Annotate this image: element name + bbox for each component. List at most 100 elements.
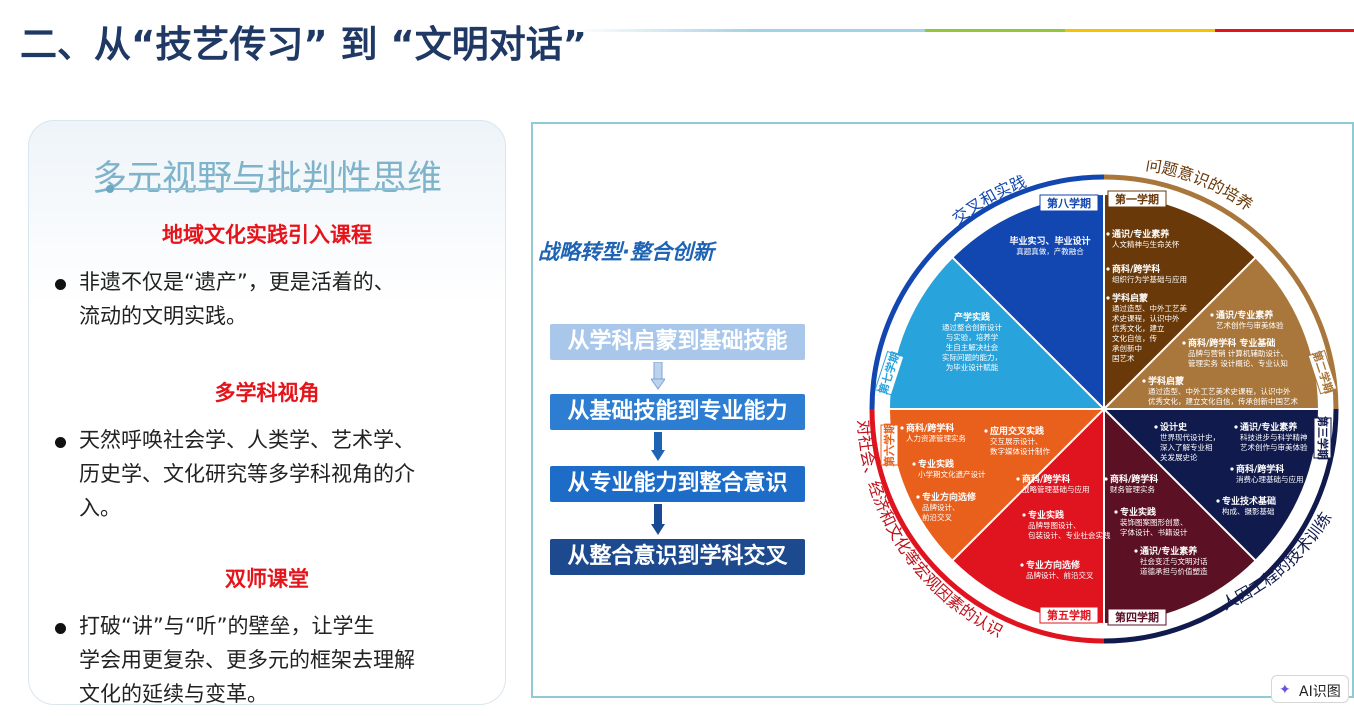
s2-block-0-heading: 通识/专业素养 [1216,309,1273,321]
s1-block-1-heading: 商科/跨学科 [1112,263,1160,275]
s1-block-2-line-1: 术史课程，认识中外 [1112,313,1180,323]
flow-step-2: 从基础技能到专业能力 [550,394,805,430]
s6-block-2-dot [912,462,916,466]
s3-block-0-line-0: 世界现代设计史， [1160,432,1220,442]
s3-block-0-line-1: 深入了解专业相 [1160,442,1213,452]
segment-s3 [1104,409,1318,560]
s4-block-2-line-0: 社会变迁与文明对话 [1140,556,1208,566]
s8-block-0-heading: 毕业实习、毕业设计 [1009,235,1090,247]
s6-block-3-line-0: 品牌设计、 [922,502,960,512]
segment-s5 [953,409,1104,623]
s2-block-2-line-1: 优秀文化，建立文化自信，传承创新中国艺术 [1148,396,1298,406]
s6-block-1-line-0: 交互展示设计、 [990,436,1043,446]
s5-block-2-line-0: 品牌设计、前沿交叉 [1026,570,1094,580]
s8-block-0-line-0: 真题真做，产教融合 [1016,246,1084,256]
sparkle-icon: ✦ [1279,682,1291,698]
flow-step-4: 从整合意识到学科交叉 [550,539,805,575]
s6-block-3-line-1: 前沿交叉 [922,512,952,522]
page-title: 二、从“技艺传习” 到 “文明对话” [20,23,588,66]
flow-arrow-2 [651,432,665,461]
s1-block-2-line-3: 文化自信，传 [1112,333,1157,343]
s3-block-3-heading: 专业技术基础 [1222,495,1276,507]
s5-block-2-dot [1020,563,1024,567]
card-heading-rule [110,188,410,190]
semester-4-label: 第四学期 [1115,610,1159,624]
s2-block-1-dot [1182,341,1186,345]
s3-block-2-heading: 商科/跨学科 [1236,463,1284,475]
s7-block-0-line-2: 生自主解决社会 [946,342,999,352]
flow-step-1: 从学科启蒙到基础技能 [550,324,805,360]
ring-q-top-right [1103,174,1339,410]
bullet-dot [55,279,66,290]
s4-block-1-dot [1114,510,1118,514]
ring-q-bottom-right [1103,408,1339,644]
s3-block-3-line-0: 构成、摄影基础 [1222,506,1275,516]
s5-block-1-line-0: 品牌导图设计、 [1028,520,1081,530]
s5-block-1-heading: 专业实践 [1028,509,1064,521]
s2-block-2-dot [1142,379,1146,383]
s4-block-0-dot [1104,477,1108,481]
s4-block-1-line-0: 装饰图案图形创意、 [1120,517,1188,527]
s3-block-0-dot [1154,425,1158,429]
segment-s2 [1104,258,1318,409]
semester-8-label: 第八学期 [1047,196,1091,210]
s1-block-2-line-2: 优秀文化，建立 [1112,323,1165,333]
segment-s4 [1104,409,1255,623]
flow-step-3: 从专业能力到整合意识 [550,466,805,502]
s5-block-0-dot [1016,477,1020,481]
curriculum-panel [531,122,1354,698]
s6-block-3-dot [916,495,920,499]
semester-5-label: 第五学期 [1047,608,1091,622]
s5-block-0-line-0: 战略管理基础与应用 [1022,484,1090,494]
section-bullet-3: 打破“讲”与“听”的壁垒，让学生 学会用更复杂、更多元的框架去理解 文化的延续与… [55,609,485,711]
s4-block-1-line-1: 字体设计、书籍设计 [1120,527,1188,537]
s2-block-1-line-1: 管理实务 设计概论、专业认知 [1188,358,1288,368]
header-rule-green [925,29,1065,32]
s3-block-1-dot [1234,425,1238,429]
strategy-title: 战略转型·整合创新 [538,240,714,264]
bullet-dot [55,623,66,634]
header-rule-yellow [1065,29,1215,32]
s1-block-2-line-4: 承创新中 [1112,343,1142,353]
s1-block-2-line-0: 通过造型、中外工艺美 [1112,303,1187,313]
s3-block-3-dot [1216,499,1220,503]
s6-block-1-line-1: 数字媒体设计制作 [990,446,1050,456]
header-rule-lightblue [755,29,925,32]
s1-block-1-line-0: 组织行为学基础与应用 [1112,274,1187,284]
s3-block-2-dot [1230,467,1234,471]
s5-block-1-dot [1022,513,1026,517]
s1-block-1-dot [1106,267,1110,271]
card-heading-dot [106,185,114,193]
bullet-dot [55,437,66,448]
s6-block-1-heading: 应用交叉实践 [990,425,1044,437]
s1-block-0-line-0: 人文精神与生命关怀 [1112,239,1180,249]
s3-block-2-line-0: 消费心理基础与应用 [1236,474,1304,484]
s4-block-1-heading: 专业实践 [1120,506,1156,518]
s2-block-1-line-0: 品牌与营销 计算机辅助设计、 [1188,348,1288,358]
s1-block-2-line-5: 国艺术 [1112,353,1135,363]
segment-s7 [890,258,1104,409]
s6-block-0-dot [900,426,904,430]
s1-block-0-dot [1106,232,1110,236]
curriculum-wheel: 交叉和实践 问题意识的培养 人因工程的技术训练 对社会、经济和文化等宏观因素的认… [854,160,1339,644]
ai-recognize-button[interactable]: ✦ AI识图 [1271,675,1349,703]
s7-block-0-line-0: 通过整合创新设计 [942,322,1002,332]
flow-arrow-3 [651,504,665,535]
s3-block-0-heading: 设计史 [1160,421,1188,433]
segment-s6 [890,409,1104,560]
section-subtitle-3: 双师课堂 [225,567,309,591]
s2-block-0-dot [1210,313,1214,317]
s1-block-2-heading: 学科启蒙 [1112,292,1148,304]
s4-block-2-dot [1134,549,1138,553]
s1-block-2-dot [1106,296,1110,300]
section-subtitle-1: 地域文化实践引入课程 [162,223,372,247]
s6-block-1-dot [984,429,988,433]
s5-block-1-line-1: 包装设计、专业社会实践 [1028,530,1111,540]
s4-block-2-heading: 通识/专业素养 [1140,545,1197,557]
s2-block-0-line-0: 艺术创作与审美体验 [1216,320,1284,330]
header-rule-blue [575,29,755,32]
s3-block-1-line-1: 艺术创作与审美体验 [1240,442,1308,452]
s3-block-1-line-0: 科技进步与科学精神 [1240,432,1308,442]
s2-block-2-heading: 学科启蒙 [1148,375,1184,387]
s3-block-0-line-2: 关发展史论 [1160,452,1198,462]
